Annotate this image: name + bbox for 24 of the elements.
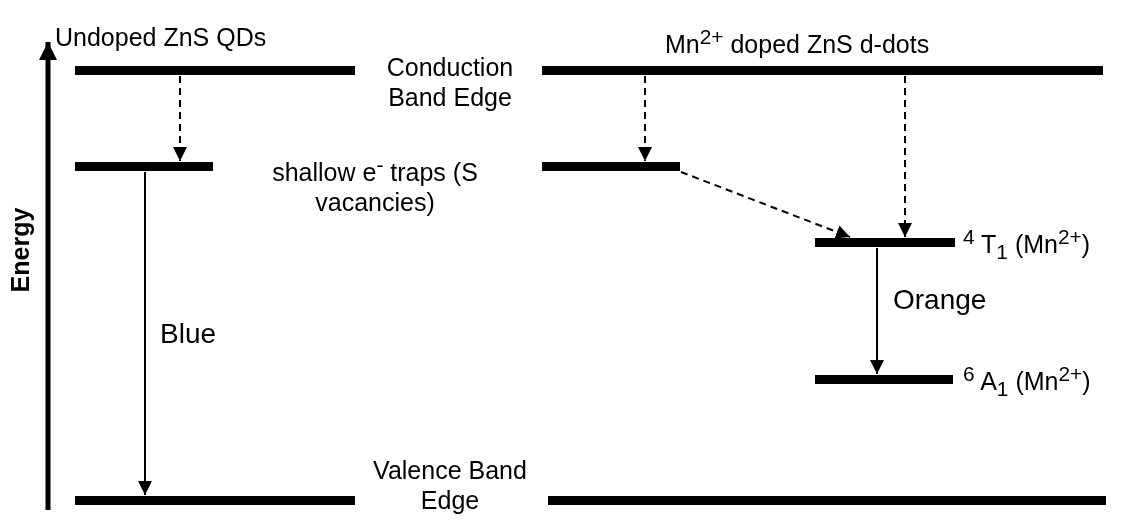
text-label: Undoped ZnS QDs bbox=[55, 22, 267, 52]
energy-level-bar bbox=[75, 66, 355, 75]
edge-label: Blue bbox=[160, 318, 217, 349]
text-label: Mn$^{2+}$ doped ZnS d-dots bbox=[665, 24, 930, 60]
arrow bbox=[638, 75, 652, 162]
energy-level-bar bbox=[548, 496, 1106, 505]
arrow bbox=[173, 75, 187, 162]
edge-label: Orange bbox=[893, 285, 987, 315]
text-label: shallow e$^{-}$ traps (S vacancies) bbox=[271, 152, 479, 218]
energy-level-bar bbox=[75, 162, 213, 171]
energy-level-bar bbox=[75, 496, 355, 505]
arrow bbox=[680, 171, 851, 239]
energy-level-bar bbox=[815, 375, 953, 384]
energy-level-bar bbox=[815, 238, 955, 247]
axis-label: Energy bbox=[5, 207, 36, 293]
arrow bbox=[898, 75, 912, 238]
level-label: $^{6}$ A$_{1}$ (Mn$^{2+}$) bbox=[963, 361, 1091, 403]
text-label: Conduction Band Edge bbox=[385, 52, 515, 112]
energy-level-bar bbox=[542, 162, 680, 171]
text-label: Valence Band Edge bbox=[372, 455, 528, 515]
energy-level-bar bbox=[542, 66, 1103, 75]
arrow bbox=[870, 247, 884, 375]
arrow bbox=[138, 171, 152, 496]
level-label: $^{4}$ T$_{1}$ (Mn$^{2+}$) bbox=[963, 224, 1091, 266]
